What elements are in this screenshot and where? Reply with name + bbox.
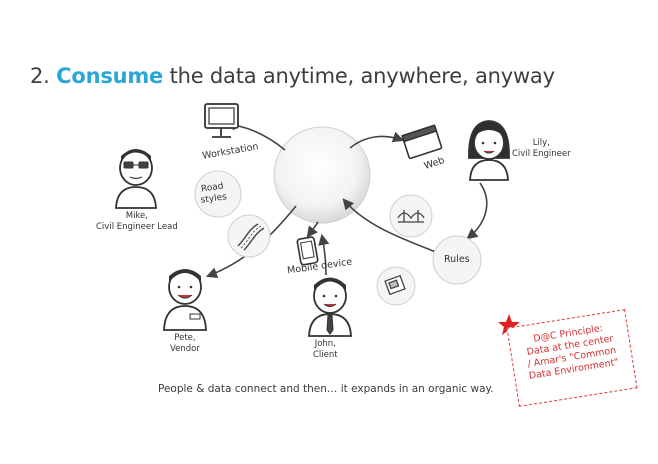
gadget-icon (384, 274, 406, 296)
pete-name: Pete, (174, 333, 196, 343)
road-icon (237, 223, 265, 251)
monitor-icon (204, 103, 239, 138)
john-avatar (308, 277, 352, 337)
road-styles-label: Road styles (199, 181, 228, 206)
title-number: 2. (30, 64, 50, 88)
mobile-icon (296, 236, 319, 266)
arrow-to-mobile (306, 221, 319, 238)
mike-avatar (115, 149, 157, 209)
lily-label: Lily, Civil Engineer (512, 138, 571, 160)
lily-avatar (468, 120, 510, 181)
arrow-lily-to-rules (466, 182, 488, 240)
page-title: 2. Consume the data anytime, anywhere, a… (30, 64, 555, 88)
lily-name: Lily, (532, 138, 550, 148)
mike-label: Mike, Civil Engineer Lead (96, 211, 178, 233)
data-sphere (273, 126, 371, 224)
arrow-from-john (318, 233, 330, 276)
road-bubble (227, 214, 271, 258)
john-name: John, (314, 339, 336, 349)
arrow-to-web (349, 131, 405, 149)
caption: People & data connect and then… it expan… (158, 383, 494, 395)
browser-icon (401, 124, 443, 160)
mike-role: Civil Engineer Lead (96, 222, 178, 232)
bridge-bubble (389, 194, 433, 238)
bridge-icon (397, 210, 425, 223)
arrow-rules-to-sphere (342, 198, 437, 253)
rules-label: Rules (444, 254, 470, 265)
pete-role: Vendor (170, 344, 200, 354)
title-rest: the data anytime, anywhere, anyway (169, 64, 555, 88)
title-highlight: Consume (56, 64, 164, 88)
rules-bubble (432, 235, 482, 285)
pete-label: Pete, Vendor (170, 333, 200, 355)
pete-avatar (163, 269, 207, 331)
mike-name: Mike, (125, 211, 148, 221)
road-styles-bubble (194, 170, 242, 218)
lily-role: Civil Engineer (512, 149, 571, 159)
john-role: Client (313, 350, 338, 360)
john-label: John, Client (313, 339, 338, 361)
